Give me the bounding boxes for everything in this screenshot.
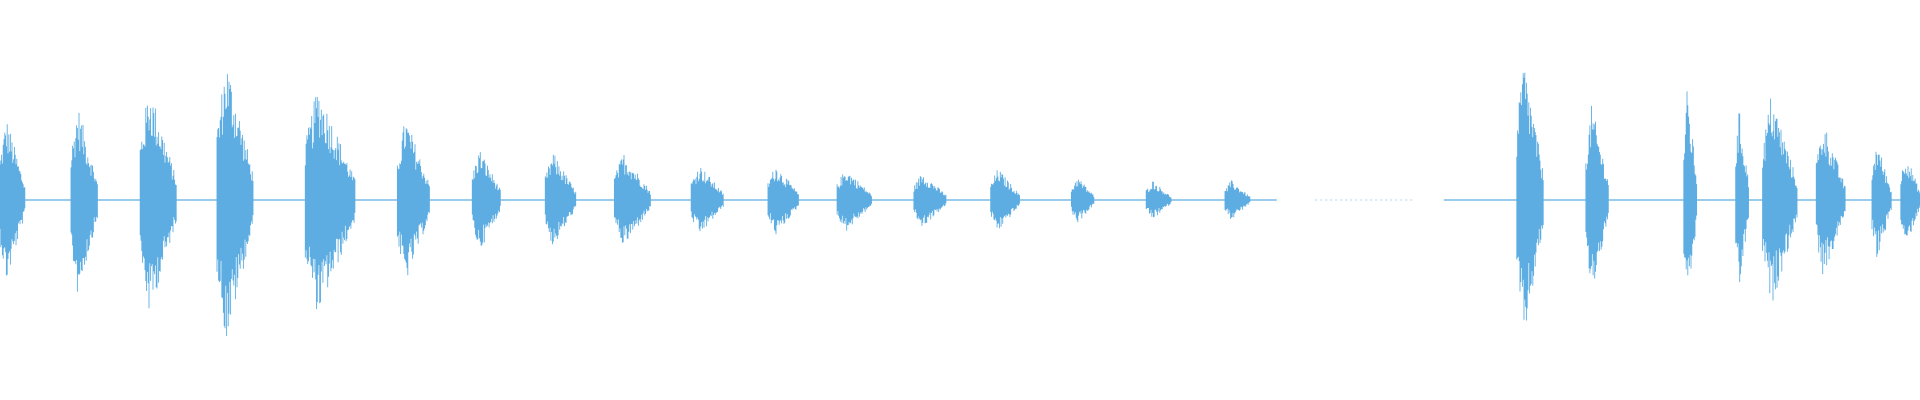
waveform-burst-path (1516, 72, 1544, 321)
waveform-burst-path (1070, 179, 1095, 223)
waveform-burst (1224, 180, 1251, 219)
waveform-burst-path (304, 97, 356, 310)
waveform-burst-path (139, 105, 177, 309)
waveform-burst (613, 155, 651, 243)
waveform-burst (1815, 132, 1846, 274)
waveform-burst-path (396, 126, 430, 276)
waveform-burst-path (913, 176, 947, 226)
waveform-burst (836, 174, 872, 231)
waveform-burst (544, 154, 577, 245)
waveform-burst-path (990, 170, 1020, 229)
waveform-burst (767, 169, 799, 235)
waveform-burst (70, 112, 98, 292)
waveform-burst (1516, 72, 1544, 321)
waveform-burst-path (1815, 132, 1846, 274)
waveform-burst-path (471, 152, 501, 246)
waveform-burst-path (1871, 151, 1892, 257)
waveform-burst-path (544, 154, 577, 245)
waveform-burst-path (70, 112, 98, 292)
waveform-burst-path (1224, 180, 1251, 219)
waveform-burst-path (836, 174, 872, 231)
waveform-burst (396, 126, 430, 276)
waveform-burst-path (1762, 98, 1798, 301)
waveform-burst (1900, 166, 1920, 236)
waveform-burst-path (690, 168, 724, 232)
waveform-burst (1762, 98, 1798, 301)
waveform-burst (1735, 113, 1749, 283)
waveform-burst-path (613, 155, 651, 243)
waveform-burst-path (1145, 181, 1172, 218)
waveform-burst (304, 97, 356, 310)
waveform-burst (0, 124, 26, 276)
waveform-burst (690, 168, 724, 232)
waveform-burst (216, 74, 254, 337)
waveform-burst (913, 176, 947, 226)
waveform-burst (139, 105, 177, 309)
waveform-burst-path (1735, 113, 1749, 283)
waveform-burst-path (1900, 166, 1920, 236)
waveform-burst (1871, 151, 1892, 257)
waveform-burst-path (1585, 105, 1609, 279)
waveform-burst (1683, 91, 1698, 276)
waveform-burst-path (767, 169, 799, 235)
waveform-burst (1145, 181, 1172, 218)
waveform-burst (471, 152, 501, 246)
waveform-burst-path (1683, 91, 1698, 276)
waveform-burst (1070, 179, 1095, 223)
waveform-burst-path (0, 124, 26, 276)
waveform-burst (1585, 105, 1609, 279)
waveform-burst (990, 170, 1020, 229)
waveform-burst-path (216, 74, 254, 337)
